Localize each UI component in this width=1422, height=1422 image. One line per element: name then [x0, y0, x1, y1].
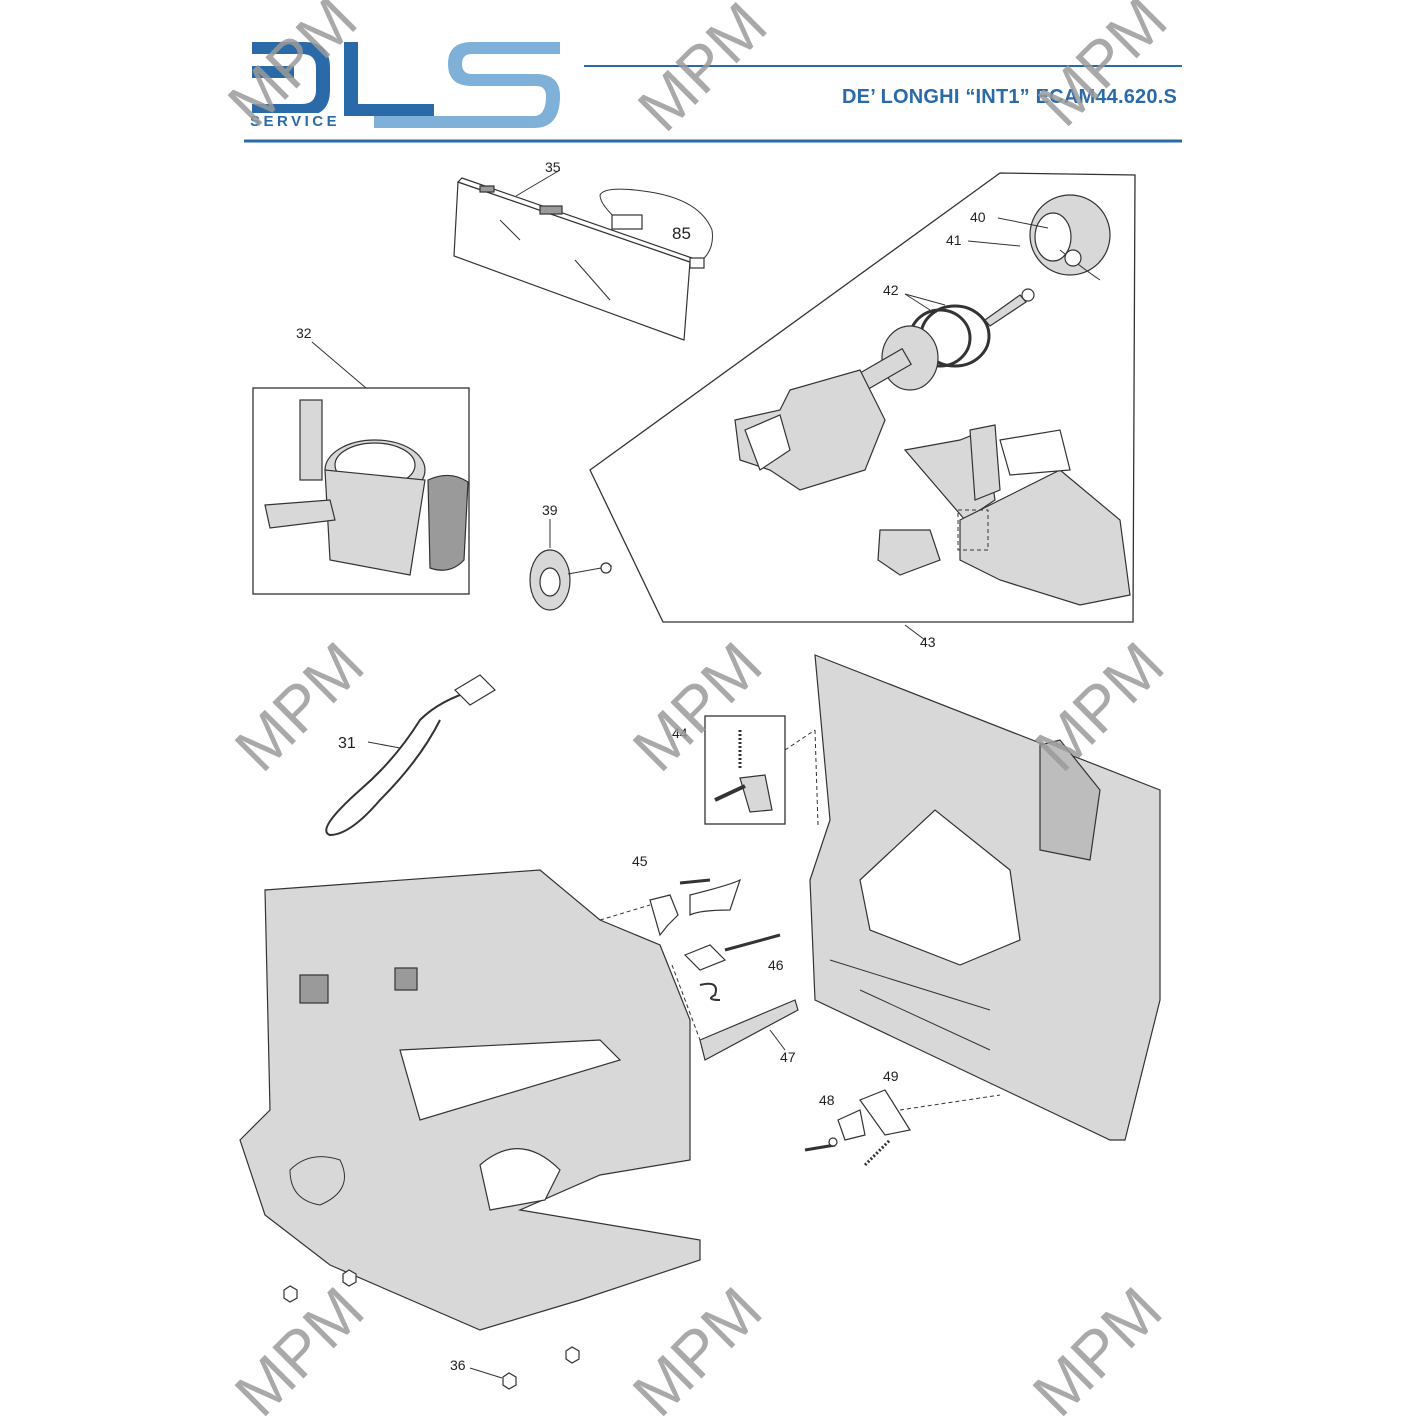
- part-39-cam-gear: [529, 519, 613, 611]
- watermark-4: MPM: [221, 628, 377, 784]
- label-85: 85: [672, 224, 691, 243]
- label-46: 46: [768, 957, 784, 973]
- left-chassis-base: [239, 869, 701, 1331]
- part-85-cable: [599, 188, 713, 269]
- label-39: 39: [542, 502, 558, 518]
- label-32: 32: [296, 325, 312, 341]
- part-40-41-filter-disc: [967, 194, 1111, 281]
- part-32-grinder-assembly: [252, 341, 470, 595]
- watermark-8: MPM: [619, 1273, 775, 1422]
- watermark-2: MPM: [624, 0, 780, 145]
- label-36: 36: [450, 1357, 466, 1373]
- part-46-screw-spring: [671, 933, 781, 1041]
- watermark-1: MPM: [214, 0, 370, 140]
- label-49: 49: [883, 1068, 899, 1084]
- label-35: 35: [545, 159, 561, 175]
- part-45-latch: [599, 878, 742, 937]
- dls-service-logo: [252, 42, 560, 128]
- part-36-nuts: [283, 1269, 580, 1390]
- page-title: DE’ LONGHI “INT1” ECAM44.620.S: [842, 86, 1177, 108]
- part-42-piston-orings: [858, 288, 1035, 391]
- label-44: 44: [672, 725, 688, 741]
- part-48-screw-pin: [804, 1109, 866, 1152]
- label-42: 42: [883, 282, 899, 298]
- label-31: 31: [338, 735, 356, 752]
- part-49-lever-spring: [859, 1089, 1001, 1167]
- label-43: 43: [920, 634, 936, 650]
- label-48: 48: [819, 1092, 835, 1108]
- part-43-brew-unit-frame: [589, 172, 1136, 641]
- part-31-power-cord: [325, 674, 496, 837]
- label-45: 45: [632, 853, 648, 869]
- part-labels: 35 85 40 41 42 32 39 43 31 44 45 46 47 4…: [296, 159, 986, 1373]
- watermark-5: MPM: [619, 628, 775, 784]
- part-47-slide-plate: [699, 999, 799, 1061]
- part-35-control-board: [453, 169, 693, 341]
- watermark-7: MPM: [221, 1273, 377, 1422]
- brew-unit-assembly: [734, 369, 1131, 606]
- part-44-spring-lever-kit: [704, 715, 819, 826]
- label-40: 40: [970, 209, 986, 225]
- watermark-9: MPM: [1019, 1273, 1175, 1422]
- label-41: 41: [946, 232, 962, 248]
- right-chassis-panel: [809, 654, 1161, 1141]
- label-47: 47: [780, 1049, 796, 1065]
- header-rules: [244, 65, 1182, 143]
- logo-service-text: SERVICE: [246, 113, 345, 130]
- watermark-3: MPM: [1024, 0, 1180, 140]
